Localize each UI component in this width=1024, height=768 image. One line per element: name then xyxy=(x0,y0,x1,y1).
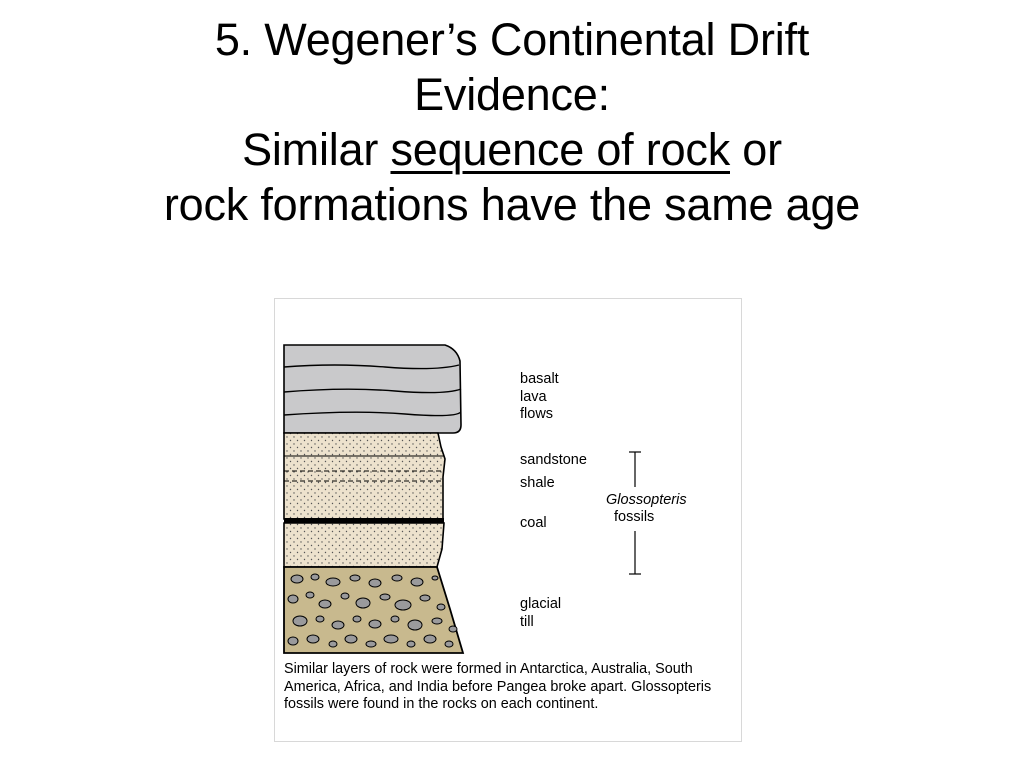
lower-sandstone-layer xyxy=(283,522,445,568)
label-fossils: fossils xyxy=(614,509,655,525)
basalt-flow-line-2 xyxy=(283,388,462,394)
title-line-4: rock formations have the same age xyxy=(163,179,861,230)
label-basalt-lava-flows: basalt lava flows xyxy=(520,371,559,422)
sandstone-shale-layer xyxy=(283,432,446,520)
rock-column-figure: basalt lava flows sandstone shale coal g… xyxy=(274,298,742,742)
coal-layer xyxy=(284,518,444,523)
title-line-1: 5. Wegener’s Continental Drift xyxy=(214,14,810,65)
title-line-2: Evidence: xyxy=(414,69,610,120)
label-shale: shale xyxy=(520,475,555,491)
title-underlined-phrase: sequence of rock xyxy=(390,124,730,175)
label-glacial-till: glacial till xyxy=(520,596,562,630)
label-glossopteris: Glossopteris xyxy=(606,492,687,508)
title-line-3-post: or xyxy=(730,124,782,175)
label-sandstone: sandstone xyxy=(520,452,587,468)
figure-caption: Similar layers of rock were formed in An… xyxy=(284,661,712,712)
title-line-3-pre: Similar xyxy=(242,124,391,175)
basalt-flow-line-3 xyxy=(283,411,462,417)
fossil-range-bracket xyxy=(629,451,641,575)
rock-column-diagram xyxy=(283,344,641,654)
slide-title: 5. Wegener’s Continental Drift Evidence:… xyxy=(0,12,1024,232)
title-line-3: Similar sequence of rock or xyxy=(0,122,1024,177)
till-pebbles xyxy=(287,573,458,648)
label-coal: coal xyxy=(520,515,547,531)
basalt-flow-line-1 xyxy=(283,364,460,370)
